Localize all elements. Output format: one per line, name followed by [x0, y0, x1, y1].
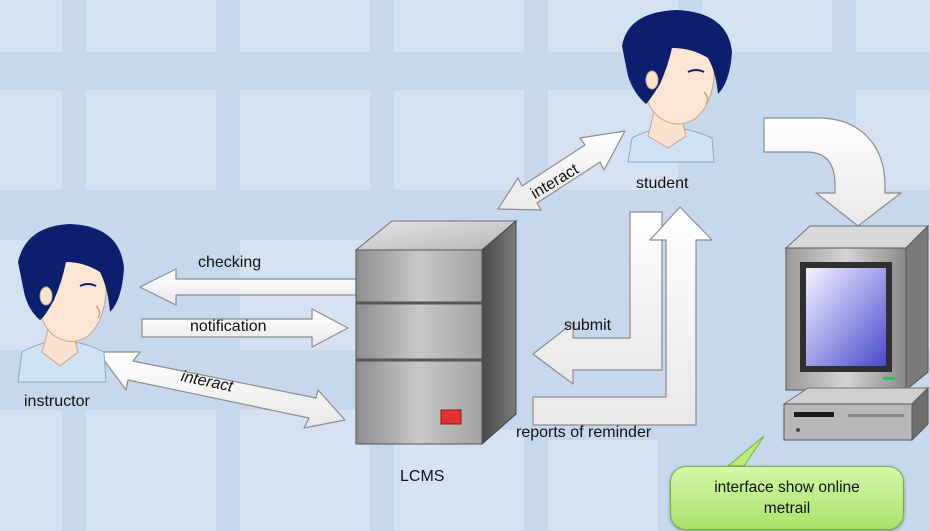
led-indicator: [440, 409, 462, 425]
student-interact-arrow: [497, 130, 626, 211]
computer-screen: [806, 268, 886, 366]
reports-arrow: [532, 206, 713, 426]
callout-line-2: metrail: [763, 500, 811, 517]
lcms-label: LCMS: [400, 468, 445, 485]
notification-arrow: [141, 308, 349, 348]
checking-label: checking: [198, 254, 262, 271]
student-label: student: [636, 175, 689, 192]
instructor-figure: [17, 224, 124, 383]
lcms-server: [354, 219, 518, 446]
instructor-label: instructor: [24, 393, 90, 410]
submit-arrow: [532, 211, 663, 385]
computer: [782, 224, 930, 442]
callout-line-1: interface show online: [714, 479, 860, 496]
notification-label: notification: [190, 318, 267, 335]
student-figure: [622, 10, 732, 163]
reports-label: reports of reminder: [516, 424, 652, 441]
instructor-interact-arrow: [97, 351, 346, 429]
submit-label: submit: [564, 317, 612, 334]
interface-callout: interface show online metrail: [670, 466, 904, 530]
to-computer-arrow: [763, 117, 902, 227]
